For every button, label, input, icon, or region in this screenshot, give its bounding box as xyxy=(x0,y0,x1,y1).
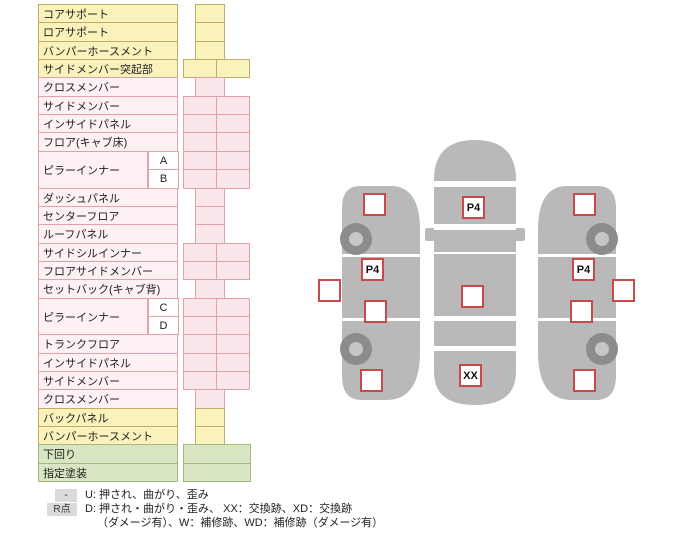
part-label: サイドメンバー xyxy=(38,96,178,115)
legend-text-d: D: 押され・曲がり・歪み、 XX：交換跡、XD：交換跡 xyxy=(85,503,353,515)
legend-text-continued: （ダメージ有）、W：補修跡、WD：補修跡（ダメージ有） xyxy=(97,517,384,529)
legend-key-rpoint: R点 xyxy=(47,503,77,516)
part-label: ピラーインナー xyxy=(38,298,148,335)
damage-cell-right[interactable] xyxy=(216,59,250,78)
part-label: バンパーホースメント xyxy=(38,426,178,445)
part-label: サイドシルインナー xyxy=(38,243,178,262)
legend-text-u: U: 押され、曲がり、歪み xyxy=(85,489,209,501)
damage-marker[interactable] xyxy=(318,279,341,302)
damage-marker[interactable] xyxy=(612,279,635,302)
part-label: インサイドパネル xyxy=(38,353,178,372)
damage-cell[interactable] xyxy=(183,463,251,482)
part-label: バックパネル xyxy=(38,408,178,427)
damage-marker[interactable] xyxy=(363,193,386,216)
damage-marker-xx[interactable]: XX xyxy=(459,364,482,387)
part-label: サイドメンバー突起部 xyxy=(38,59,178,78)
damage-cell-right[interactable] xyxy=(216,169,250,189)
legend-key-dash: - xyxy=(55,489,77,502)
damage-marker[interactable] xyxy=(364,300,387,323)
part-label: ダッシュパネル xyxy=(38,188,178,207)
part-label: ピラーインナー xyxy=(38,151,148,189)
damage-marker-p4[interactable]: P4 xyxy=(572,258,595,281)
damage-marker[interactable] xyxy=(570,300,593,323)
damage-cell-right[interactable] xyxy=(216,261,250,280)
damage-marker[interactable] xyxy=(573,369,596,392)
part-label: フロアサイドメンバー xyxy=(38,261,178,280)
damage-marker[interactable] xyxy=(360,369,383,392)
part-label: クロスメンバー xyxy=(38,389,178,409)
damage-marker[interactable] xyxy=(461,285,484,308)
part-label: セットバック(キャブ背) xyxy=(38,279,178,299)
damage-marker-p4[interactable]: P4 xyxy=(361,258,384,281)
part-label: 指定塗装 xyxy=(38,463,178,482)
damage-marker[interactable] xyxy=(573,193,596,216)
damage-cell-right[interactable] xyxy=(216,371,250,390)
part-label: バンパーホースメント xyxy=(38,41,178,60)
damage-marker-p4[interactable]: P4 xyxy=(462,196,485,219)
